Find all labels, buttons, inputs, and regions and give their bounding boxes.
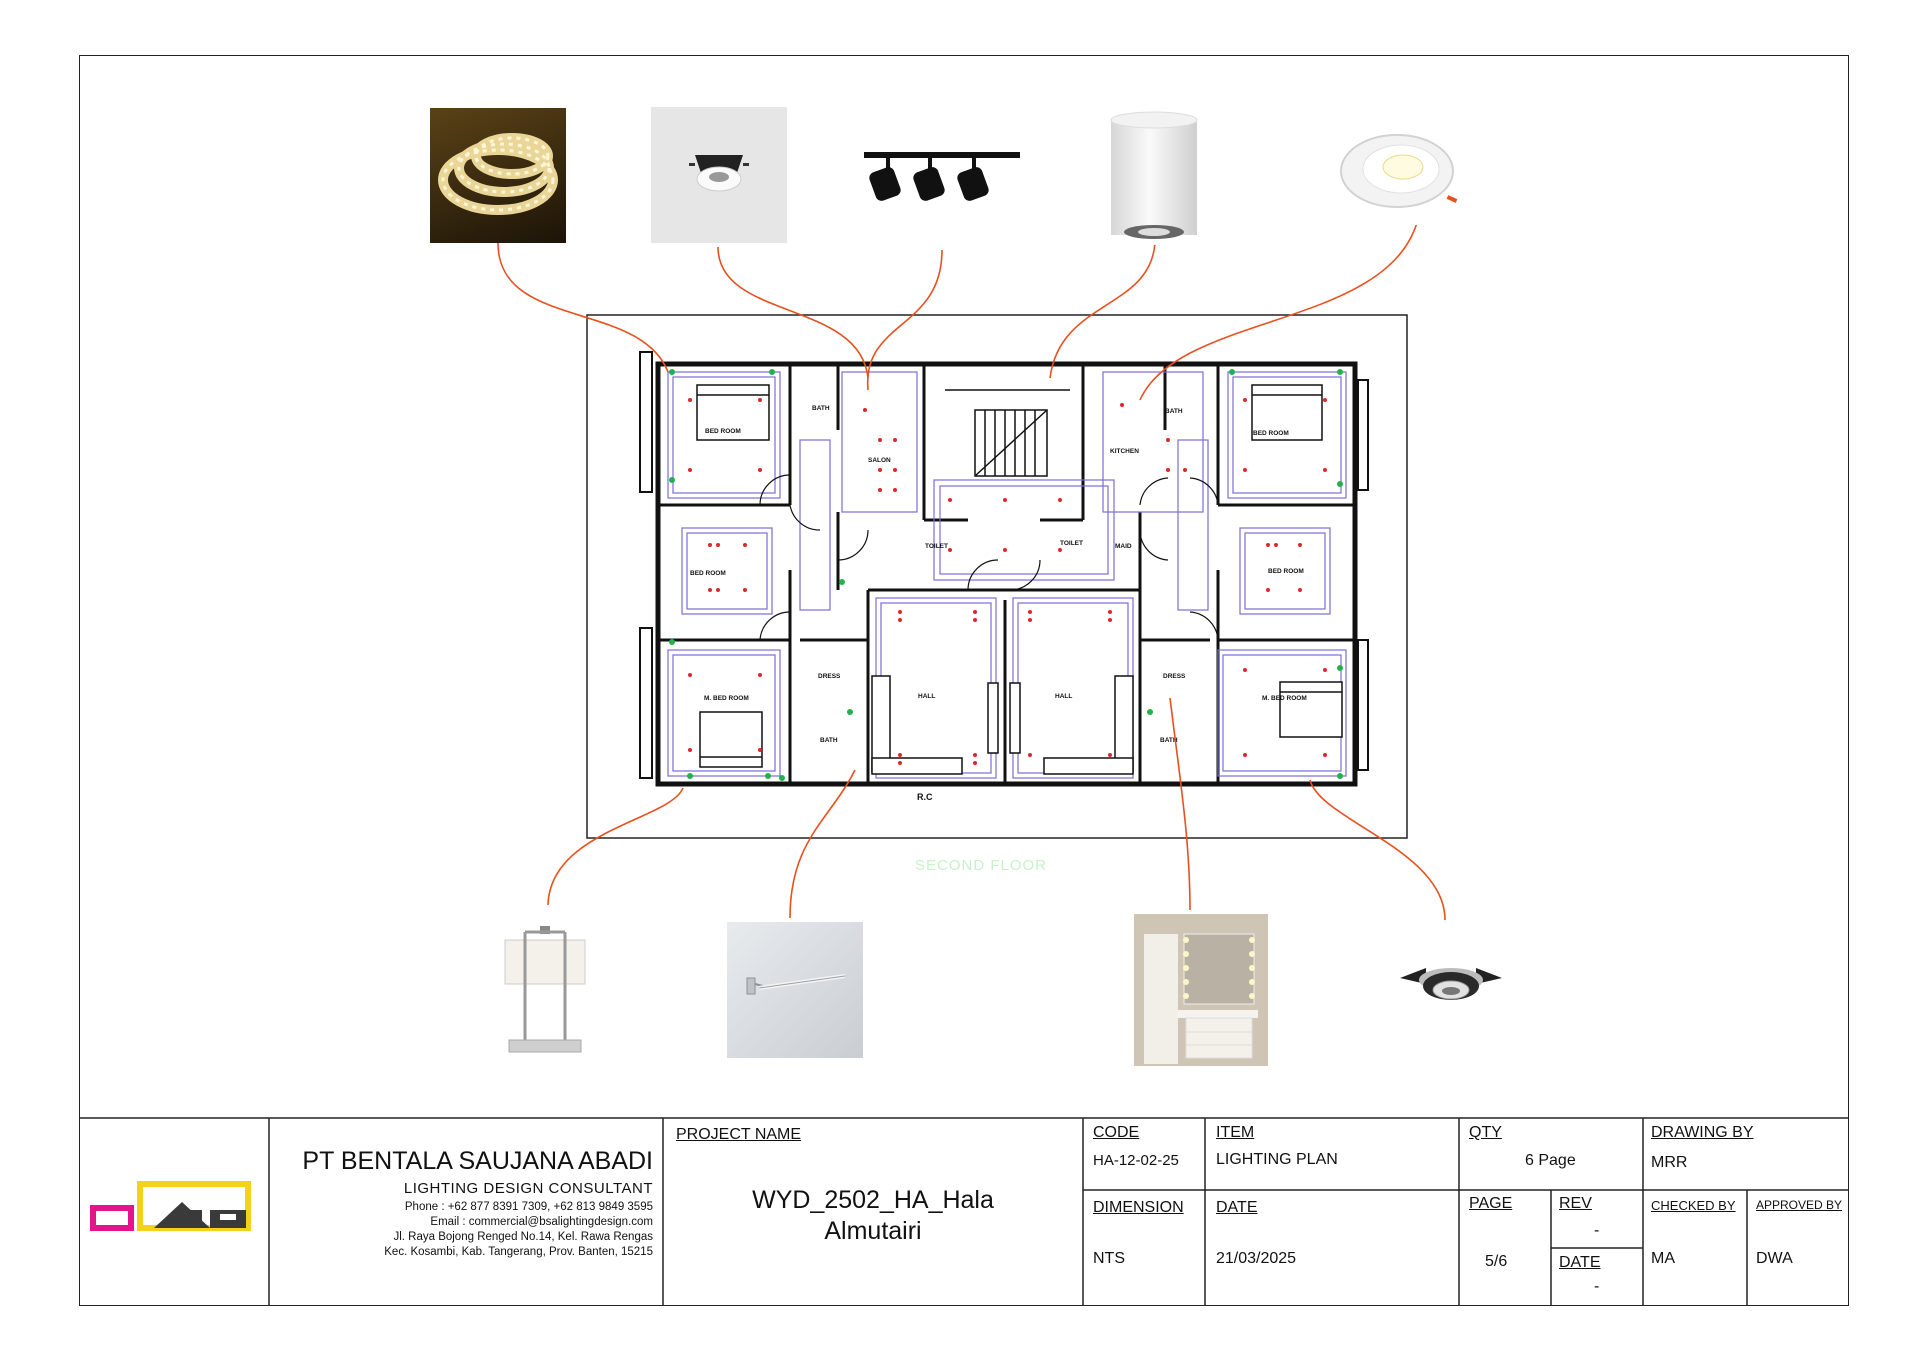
checked-by-label: CHECKED BY [1651, 1198, 1736, 1213]
led-strip-photo [430, 108, 566, 243]
company-address-line1: Jl. Raya Bojong Renged No.14, Kel. Rawa … [393, 1231, 653, 1243]
wall-picture-light-photo [727, 922, 863, 1058]
vanity-mirror-light-photo [1134, 914, 1268, 1066]
company-email: Email : commercial@bsalightingdesign.com [430, 1216, 653, 1228]
code-value: HA-12-02-25 [1093, 1152, 1179, 1169]
project-name-line2: Almutairi [824, 1217, 922, 1245]
room-label: M. BED ROOM [1262, 695, 1307, 702]
adjustable-downlight-photo [1386, 928, 1516, 1053]
item-value: LIGHTING PLAN [1216, 1151, 1338, 1168]
door-swings [759, 474, 1219, 641]
project-name-line1: WYD_2502_HA_Hala [752, 1186, 994, 1214]
code-label: CODE [1093, 1124, 1140, 1141]
rev-date-value: - [1594, 1278, 1600, 1295]
room-label: DRESS [818, 673, 841, 680]
room-label: HALL [1055, 693, 1072, 700]
company-logo [90, 1180, 260, 1240]
room-label: HALL [918, 693, 935, 700]
emergency-points [669, 369, 1343, 781]
surface-cylinder-downlight-photo [1103, 108, 1207, 245]
room-label: KITCHEN [1110, 448, 1139, 455]
room-label: BED ROOM [1268, 568, 1304, 575]
round-downlight-photo [1329, 125, 1465, 225]
leader-lines [497, 209, 1446, 921]
company-phone: Phone : +62 877 8391 7309, +62 813 9849 … [404, 1201, 653, 1213]
qty-label: QTY [1469, 1124, 1502, 1141]
room-label: BATH [1165, 408, 1183, 415]
room-label: SALON [868, 457, 891, 464]
room-label: M. BED ROOM [704, 695, 749, 702]
checked-by-value: MA [1651, 1250, 1675, 1267]
room-labels: BED ROOM BATH SALON TOILET BED ROOM DRES… [690, 405, 1307, 744]
room-label: DRESS [1163, 673, 1186, 680]
company-address-line2: Kec. Kosambi, Kab. Tangerang, Prov. Bant… [384, 1246, 653, 1258]
room-label: BATH [812, 405, 830, 412]
rev-value: - [1594, 1222, 1600, 1239]
room-label: BATH [820, 737, 838, 744]
light-points [688, 398, 1327, 765]
dimension-label: DIMENSION [1093, 1199, 1184, 1216]
company-name: PT BENTALA SAUJANA ABADI [302, 1147, 653, 1175]
hall-sofas [871, 675, 1134, 775]
room-label: BED ROOM [705, 428, 741, 435]
qty-value: 6 Page [1525, 1152, 1576, 1169]
drawing-sheet-border [79, 55, 1849, 1306]
project-name-label: PROJECT NAME [676, 1126, 802, 1143]
drawing-by-label: DRAWING BY [1651, 1124, 1754, 1141]
date-label: DATE [1216, 1199, 1258, 1216]
approved-by-label: APPROVED BY [1756, 1198, 1843, 1212]
approved-by-value: DWA [1756, 1250, 1793, 1267]
table-lamp-photo [495, 922, 595, 1057]
page-label: PAGE [1469, 1195, 1513, 1212]
staircase [945, 389, 1070, 477]
room-label: TOILET [925, 543, 948, 550]
beds [696, 384, 1343, 768]
room-label: BATH [1160, 737, 1178, 744]
entrance-label: R.C [917, 792, 933, 802]
drawing-by-value: MRR [1651, 1154, 1688, 1171]
interior-walls [658, 364, 1355, 784]
room-label: BED ROOM [690, 570, 726, 577]
room-label: TOILET [1060, 540, 1083, 547]
floor-label: SECOND FLOOR [915, 857, 1047, 874]
rev-date-label: DATE [1559, 1254, 1601, 1271]
room-label: MAID [1115, 543, 1132, 550]
rev-label: REV [1559, 1195, 1592, 1212]
item-label: ITEM [1216, 1124, 1255, 1141]
date-value: 21/03/2025 [1216, 1250, 1297, 1267]
track-spotlight-photo [864, 105, 1020, 250]
dimension-value: NTS [1093, 1250, 1125, 1267]
company-subtitle: LIGHTING DESIGN CONSULTANT [403, 1180, 653, 1197]
room-label: BED ROOM [1253, 430, 1289, 437]
recessed-downlight-photo [651, 107, 787, 243]
window-marks [639, 351, 1369, 779]
page-value: 5/6 [1485, 1253, 1508, 1270]
